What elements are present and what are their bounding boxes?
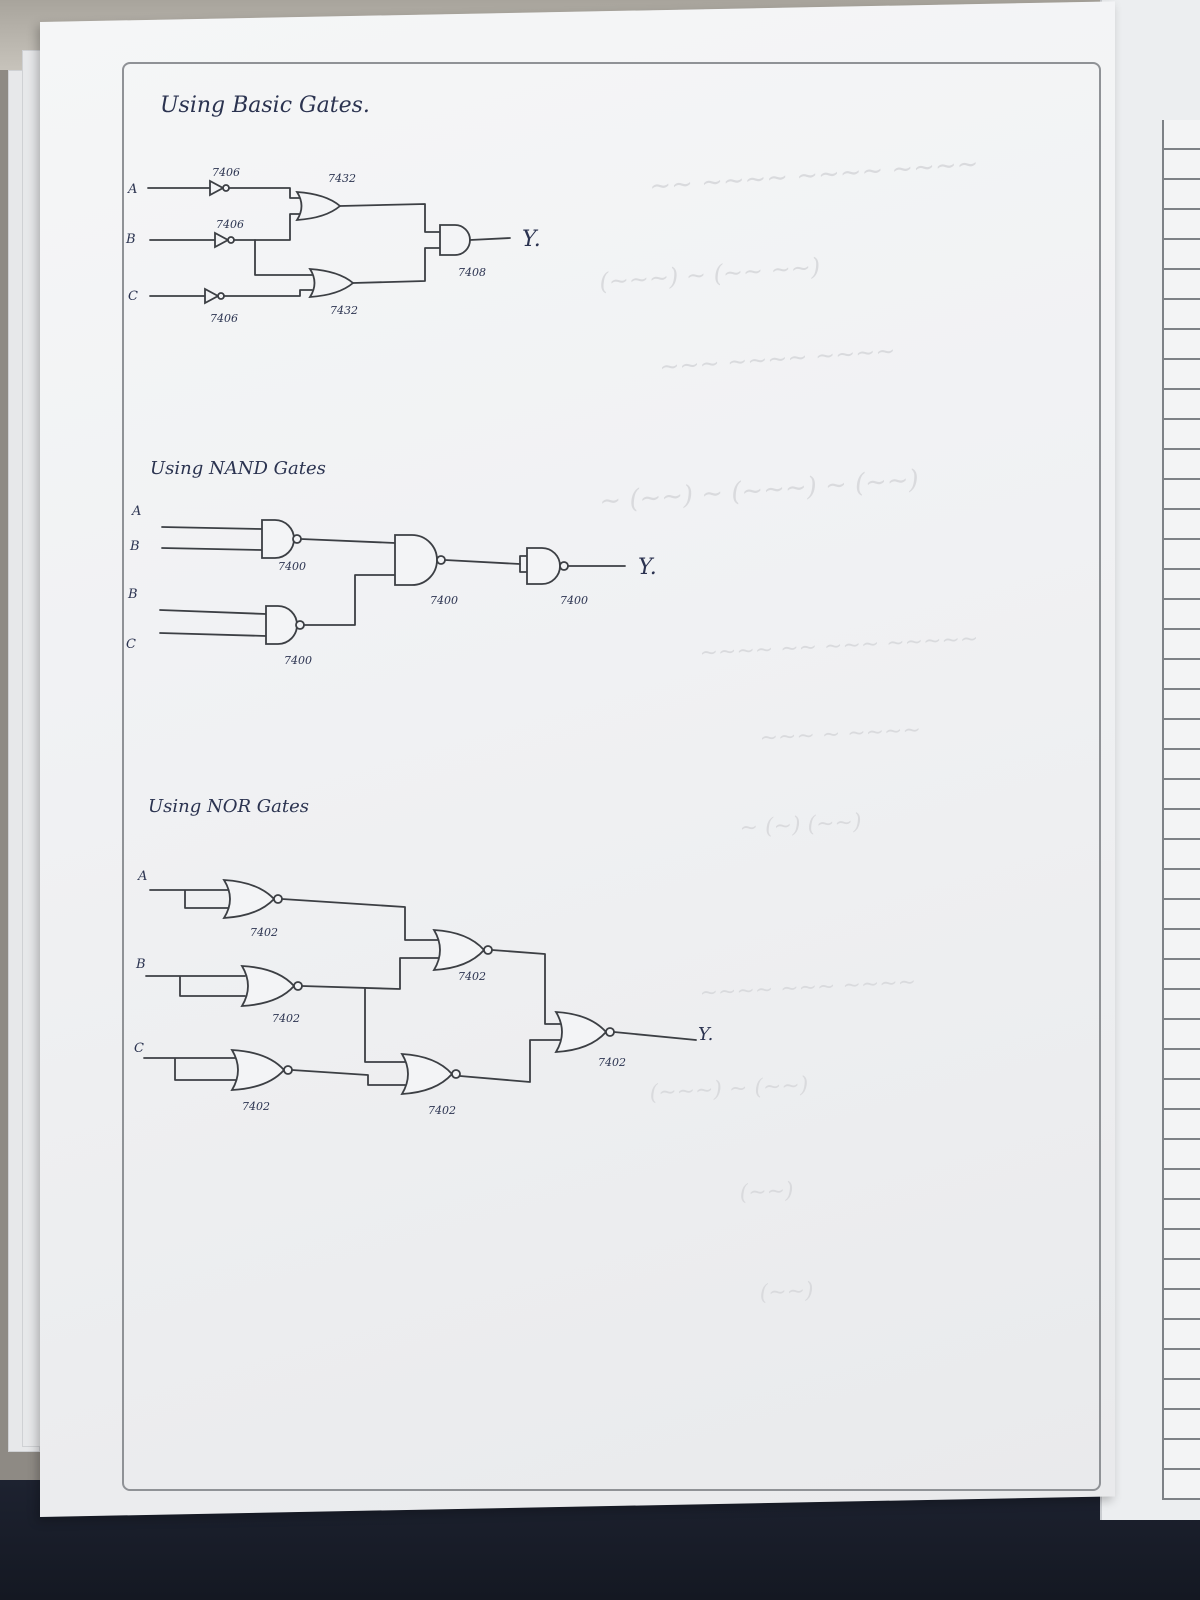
and-gate-final <box>439 224 471 256</box>
wire-nor-e-to-final <box>459 1039 561 1083</box>
wire-b-not-to-or1 <box>233 213 301 241</box>
nor-input-a-label: A <box>137 869 147 884</box>
wire-or1-to-and <box>339 203 441 233</box>
wire-nor-b-inputs <box>145 975 246 997</box>
ic-label-7400-2: 7400 <box>284 654 312 667</box>
basic-gates-heading: Using Basic Gates. <box>160 93 370 118</box>
nand-gate-3 <box>394 534 446 586</box>
nor-gate-d <box>432 929 493 971</box>
svg-text:~~~~ ~~~ ~~~~: ~~~~ ~~~ ~~~~ <box>699 970 917 1006</box>
wire-nor-c-to-nor-e <box>291 1069 406 1086</box>
nand-gates-section: Using NAND Gates A B B C 7400 7400 7400 <box>126 458 657 667</box>
svg-text:~~ ~~~~ ~~~~ ~~~~: ~~ ~~~~ ~~~~ ~~~~ <box>648 149 979 202</box>
wire-nor-a-inputs <box>149 889 229 909</box>
nor-output-y: Y. <box>698 1024 713 1045</box>
svg-text:~~~ ~ ~~~~: ~~~ ~ ~~~~ <box>759 718 922 751</box>
nand-input-b1-label: B <box>129 539 140 554</box>
ic-label-7400-4: 7400 <box>560 594 588 607</box>
wire-nand-c <box>159 632 267 637</box>
wire-a-not-to-or1 <box>228 187 301 199</box>
wire-or2-to-and <box>352 247 441 284</box>
wire-basic-output <box>469 237 511 241</box>
ic-label-7400-1: 7400 <box>278 560 306 573</box>
not-gate-a <box>209 179 230 197</box>
svg-text:~ (~) (~~): ~ (~) (~~) <box>739 810 862 841</box>
nand-input-c-label: C <box>126 637 136 652</box>
wire-nor-output <box>613 1031 697 1041</box>
ic-label-7406-b: 7406 <box>216 218 244 231</box>
nor-input-b-label: B <box>135 957 146 972</box>
not-gate-b <box>214 231 235 249</box>
wire-nor-b-to-nor-e <box>364 988 406 1063</box>
wire-nand-a <box>161 526 263 530</box>
svg-text:(~~~) ~ (~~): (~~~) ~ (~~) <box>649 1073 809 1106</box>
svg-text:(~~): (~~) <box>759 1278 814 1306</box>
nor-gate-final <box>554 1011 615 1053</box>
wire-nor-b-to-nor-d <box>301 957 439 990</box>
nand-gate-4 <box>526 547 569 585</box>
ic-label-7406-c: 7406 <box>210 312 238 325</box>
page-border-frame <box>122 62 1101 1491</box>
ic-label-7408: 7408 <box>458 266 486 279</box>
ic-label-7402-d: 7402 <box>458 970 486 983</box>
nand-gate-1 <box>261 519 302 559</box>
ic-label-7432-1: 7432 <box>328 172 356 185</box>
wire-b-not-to-or2 <box>254 239 313 276</box>
wire-nand1-to-nand3 <box>300 538 396 544</box>
wire-c-not-to-or2 <box>223 289 313 297</box>
basic-input-a-label: A <box>127 182 137 197</box>
svg-text:(~~): (~~) <box>739 1178 794 1206</box>
nor-gate-c <box>230 1049 293 1091</box>
ic-label-7406-a: 7406 <box>212 166 240 179</box>
ic-label-7402-a: 7402 <box>250 926 278 939</box>
basic-gates-section: Using Basic Gates. A B C 7406 7406 7406 <box>125 93 541 325</box>
nor-gate-a <box>222 878 283 920</box>
wire-nor-a-to-nor-d <box>281 898 439 941</box>
adjacent-notebook <box>1100 0 1200 1520</box>
not-gate-c <box>204 287 225 305</box>
ic-label-7402-final: 7402 <box>598 1056 626 1069</box>
ic-label-7402-b: 7402 <box>272 1012 300 1025</box>
nand-gate-2 <box>265 605 305 645</box>
nand-gates-heading: Using NAND Gates <box>150 458 326 479</box>
basic-output-y: Y. <box>522 227 541 252</box>
wire-nor-d-to-final <box>491 949 561 1025</box>
nor-gates-section: Using NOR Gates A B C 7402 7402 7402 <box>134 796 713 1117</box>
bleed-through-text: ~~ ~~~~ ~~~~ ~~~~ (~~~) ~ (~~ ~~) ~~~ ~~… <box>598 149 979 1306</box>
or-gate-1 <box>295 190 342 222</box>
nand-input-b2-label: B <box>127 587 138 602</box>
ic-label-7432-2: 7432 <box>330 304 358 317</box>
ic-label-7402-c: 7402 <box>242 1100 270 1113</box>
nor-gates-heading: Using NOR Gates <box>148 796 309 817</box>
nor-gate-b <box>240 965 303 1007</box>
wire-nand2-to-nand3 <box>303 574 396 626</box>
or-gate-2 <box>308 267 355 299</box>
svg-text:~~~~ ~~ ~~~ ~~~~~: ~~~~ ~~ ~~~ ~~~~~ <box>699 626 979 666</box>
wire-nand-b2 <box>159 609 267 615</box>
nor-input-c-label: C <box>134 1041 144 1056</box>
svg-text:(~~~) ~ (~~ ~~): (~~~) ~ (~~ ~~) <box>598 253 821 296</box>
nand-output-y: Y. <box>638 555 657 580</box>
wire-nand3-to-nand4 <box>444 559 521 565</box>
svg-text:~~~ ~~~~ ~~~~: ~~~ ~~~~ ~~~~ <box>658 337 896 381</box>
nor-gate-e <box>400 1053 461 1095</box>
svg-text:~ (~~) ~ (~~~) ~ (~~): ~ (~~) ~ (~~~) ~ (~~) <box>598 465 919 517</box>
nand-input-a-label: A <box>131 504 141 519</box>
ic-label-7402-e: 7402 <box>428 1104 456 1117</box>
wire-nand4-tied-inputs <box>519 555 528 573</box>
basic-input-c-label: C <box>128 289 138 304</box>
notebook-ruled-margin <box>1162 120 1200 1500</box>
basic-input-b-label: B <box>125 232 136 247</box>
wire-nor-c-inputs <box>143 1057 237 1081</box>
wire-nand-b1 <box>161 547 263 551</box>
ic-label-7400-3: 7400 <box>430 594 458 607</box>
